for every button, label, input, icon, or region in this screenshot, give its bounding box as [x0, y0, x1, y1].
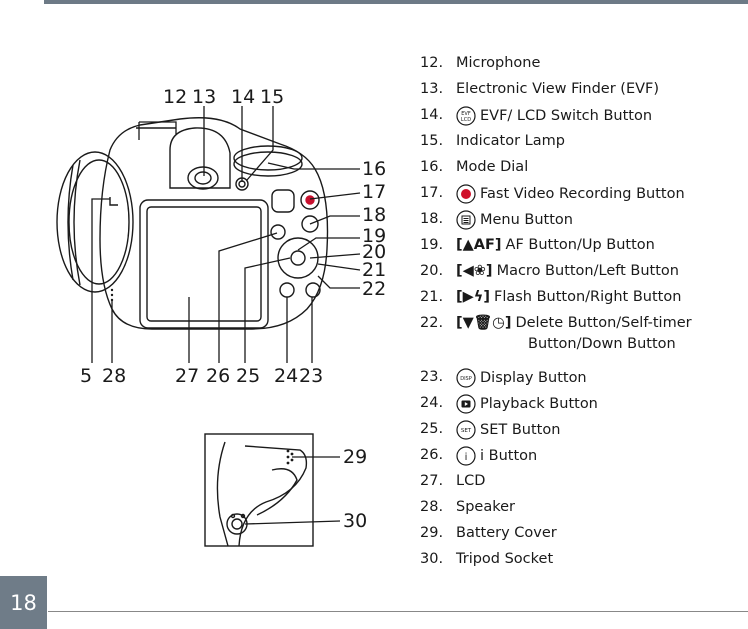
- legend-item: 21. [▶ϟ] Flash Button/Right Button: [420, 288, 745, 314]
- legend-number: 24.: [420, 395, 444, 411]
- disp-icon: DISP: [456, 368, 476, 388]
- legend-number: 26.: [420, 447, 444, 463]
- legend-item: 18. Menu Button: [420, 210, 745, 236]
- legend-text: SET Button: [480, 422, 561, 438]
- callout-14: 14: [231, 86, 256, 108]
- delete-timer-down-icon: [▼🗑◷]: [456, 315, 512, 331]
- set-icon: SET: [456, 420, 476, 440]
- legend-item: 13. Electronic View Finder (EVF): [420, 80, 745, 106]
- svg-text:LCD: LCD: [461, 117, 471, 123]
- legend-text: Tripod Socket: [456, 551, 554, 567]
- legend-text: Battery Cover: [456, 525, 557, 541]
- legend-item: 23. DISP Display Button: [420, 368, 745, 394]
- legend-number: 30.: [420, 551, 444, 567]
- legend-number: 22.: [420, 315, 444, 331]
- camera-back-diagram: [56, 106, 361, 547]
- legend-number: 16.: [420, 159, 444, 175]
- legend-number: 18.: [420, 211, 444, 227]
- legend-number: 14.: [420, 107, 444, 123]
- callout-13: 13: [192, 86, 217, 108]
- legend-text: LCD: [456, 473, 486, 489]
- legend-text: Display Button: [480, 370, 587, 386]
- legend-number: 13.: [420, 81, 444, 97]
- legend-text: Flash Button/Right Button: [493, 289, 682, 305]
- legend-text: Mode Dial: [456, 159, 529, 175]
- legend-item: 15. Indicator Lamp: [420, 132, 745, 158]
- legend-number: 29.: [420, 525, 444, 541]
- callout-22: 22: [362, 278, 387, 300]
- callout-18: 18: [362, 204, 387, 226]
- legend-text: AF Button/Up Button: [505, 237, 655, 253]
- callout-28: 28: [102, 365, 127, 387]
- callout-12: 12: [163, 86, 188, 108]
- legend-text: i Button: [480, 448, 538, 464]
- legend-number: 17.: [420, 185, 444, 201]
- legend-item: 19. [▲AF] AF Button/Up Button: [420, 236, 745, 262]
- callout-24: 24: [274, 365, 299, 387]
- callout-21: 21: [362, 259, 387, 281]
- legend-item: 25. SET SET Button: [420, 420, 745, 446]
- menu-icon: [456, 210, 476, 230]
- legend-number: 15.: [420, 133, 444, 149]
- callout-25: 25: [236, 365, 261, 387]
- legend-item: 20. [◀❀] Macro Button/Left Button: [420, 262, 745, 288]
- legend-text: Electronic View Finder (EVF): [456, 81, 660, 97]
- legend-item: 26. i i Button: [420, 446, 745, 472]
- legend-text: Microphone: [456, 55, 541, 71]
- callout-30: 30: [343, 510, 368, 532]
- legend-item: 17. Fast Video Recording Button: [420, 184, 745, 210]
- top-rule: [44, 0, 748, 4]
- af-up-icon: [▲AF]: [456, 237, 502, 253]
- callout-5: 5: [80, 365, 93, 387]
- parts-legend: 12. Microphone 13. Electronic View Finde…: [420, 54, 745, 576]
- callout-27: 27: [175, 365, 200, 387]
- legend-item: 22. [▼🗑◷] Delete Button/Self-timer Butto…: [420, 314, 745, 368]
- legend-item: 28. Speaker: [420, 498, 745, 524]
- legend-text: Fast Video Recording Button: [480, 186, 685, 202]
- page-number: 18: [0, 576, 47, 629]
- callout-15: 15: [260, 86, 285, 108]
- info-icon: i: [456, 446, 476, 466]
- svg-text:EVF: EVF: [461, 111, 471, 117]
- legend-number: 25.: [420, 421, 444, 437]
- callout-26: 26: [206, 365, 231, 387]
- legend-item: 16. Mode Dial: [420, 158, 745, 184]
- legend-number: 28.: [420, 499, 444, 515]
- record-icon: [456, 184, 476, 204]
- callout-19: 19: [362, 225, 387, 247]
- legend-item: 29. Battery Cover: [420, 524, 745, 550]
- callout-23: 23: [299, 365, 324, 387]
- callout-29: 29: [343, 446, 368, 468]
- legend-text-continued: Button/Down Button: [528, 336, 676, 352]
- legend-text: Indicator Lamp: [456, 133, 565, 149]
- callout-20: 20: [362, 241, 387, 263]
- callout-17: 17: [362, 181, 387, 203]
- legend-number: 19.: [420, 237, 444, 253]
- legend-text: Menu Button: [480, 212, 573, 228]
- flash-right-icon: [▶ϟ]: [456, 289, 490, 305]
- legend-text: EVF/ LCD Switch Button: [480, 108, 653, 124]
- legend-item: 12. Microphone: [420, 54, 745, 80]
- legend-number: 20.: [420, 263, 444, 279]
- callout-16: 16: [362, 158, 387, 180]
- legend-text: Delete Button/Self-timer: [515, 315, 692, 331]
- legend-item: 30. Tripod Socket: [420, 550, 745, 576]
- svg-text:SET: SET: [461, 428, 472, 434]
- svg-text:i: i: [465, 452, 468, 463]
- legend-number: 12.: [420, 55, 444, 71]
- legend-text: Macro Button/Left Button: [496, 263, 679, 279]
- legend-number: 23.: [420, 369, 444, 385]
- legend-text: Playback Button: [480, 396, 598, 412]
- macro-left-icon: [◀❀]: [456, 263, 493, 279]
- playback-icon: [456, 394, 476, 414]
- svg-text:DISP: DISP: [460, 376, 472, 382]
- legend-number: 21.: [420, 289, 444, 305]
- legend-item: 24. Playback Button: [420, 394, 745, 420]
- bottom-rule: [48, 611, 748, 612]
- legend-text: Speaker: [456, 499, 515, 515]
- legend-item: 27. LCD: [420, 472, 745, 498]
- legend-number: 27.: [420, 473, 444, 489]
